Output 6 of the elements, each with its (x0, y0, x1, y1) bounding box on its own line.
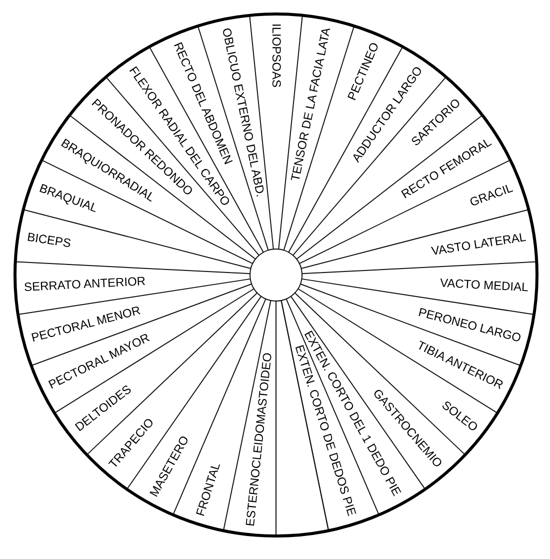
sector-label: ILIOPSOAS (270, 22, 283, 88)
sector-label: VACTO MEDIAL (439, 276, 528, 294)
sector-label: TENSOR DE LA FACIA LATA (289, 26, 334, 182)
sector-label: SERRATO ANTERIOR (24, 275, 146, 294)
sector-label: BICEPS (26, 230, 72, 250)
sector-label: VASTO LATERAL (430, 230, 526, 258)
